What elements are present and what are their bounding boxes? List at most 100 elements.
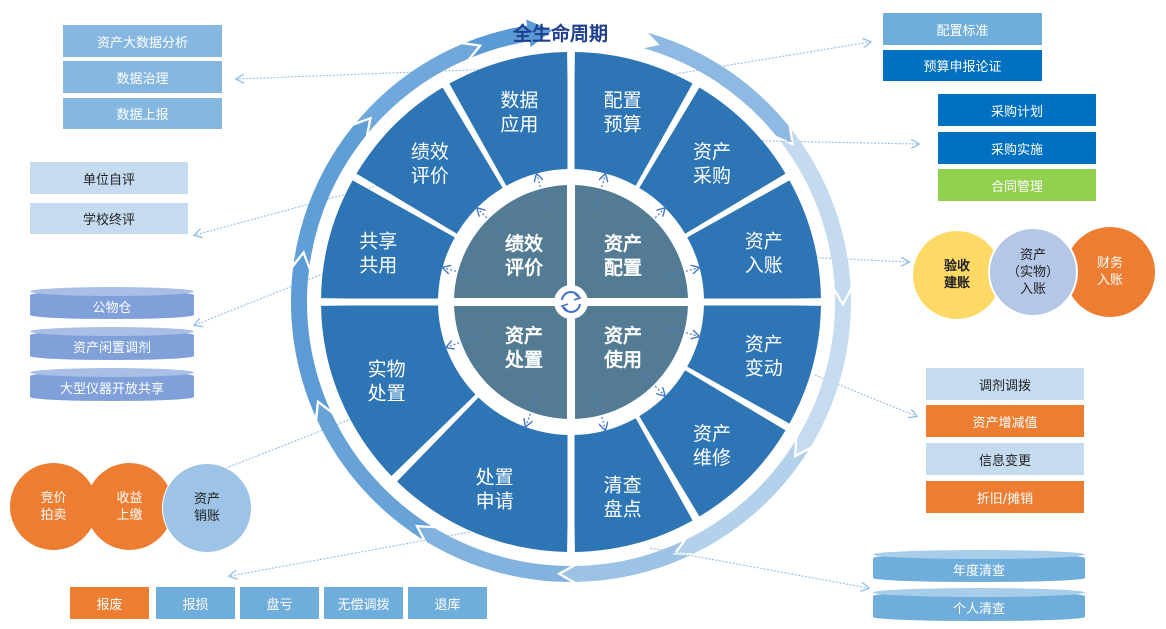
cycle-icon-bg bbox=[554, 285, 588, 319]
segment-label-line2: 入账 bbox=[745, 254, 783, 276]
cycle-arrowhead bbox=[573, 293, 582, 301]
segment-label-line2: 盘点 bbox=[604, 499, 642, 521]
disposal-circle: 竞价拍卖 bbox=[10, 463, 97, 550]
lifecycle-arrow-segment bbox=[466, 19, 553, 58]
evaluation-item: 单位自评 bbox=[30, 162, 188, 194]
lifecycle-arrow-segment bbox=[317, 403, 432, 540]
purchase-item: 采购实施 bbox=[938, 132, 1096, 164]
segment-label-line1: 配置 bbox=[604, 89, 642, 111]
data-app-item: 数据上报 bbox=[63, 98, 222, 129]
lifecycle-segment bbox=[397, 397, 569, 552]
change-item: 信息变更 bbox=[926, 443, 1084, 475]
core-quadrant bbox=[454, 185, 571, 302]
cylinder-top bbox=[873, 588, 1085, 597]
segment-label-line1: 资产 bbox=[745, 230, 783, 252]
segment-label-line1: 资产 bbox=[745, 334, 783, 356]
accounting-circle: 资产（实物）入账 bbox=[988, 227, 1078, 317]
core-label-line2: 配置 bbox=[604, 257, 642, 279]
lifecycle-segment bbox=[687, 304, 821, 424]
connector-arrow bbox=[230, 531, 471, 576]
segment-label-line2: 变动 bbox=[745, 358, 783, 380]
cylinder-label: 大型仪器开放共享 bbox=[59, 382, 164, 397]
inventory-item: 个人清查 bbox=[873, 588, 1085, 621]
inventory-item: 年度清查 bbox=[873, 550, 1085, 582]
lifecycle-arrow-segment bbox=[356, 44, 478, 133]
lifecycle-segment bbox=[639, 87, 786, 234]
lifecycle-arrow-segment bbox=[290, 254, 330, 416]
lifecycle-arrow-segment bbox=[561, 541, 690, 582]
core-label-line2: 处置 bbox=[504, 348, 543, 371]
accounting-circle: 验收建账 bbox=[913, 231, 1001, 319]
segment-label-line1: 绩效 bbox=[411, 141, 449, 163]
refresh-cycle-icon bbox=[554, 285, 588, 319]
cylinder-top bbox=[30, 327, 194, 336]
purchase-item: 采购计划 bbox=[938, 94, 1096, 126]
disposal-circle: 资产销账 bbox=[162, 463, 252, 553]
disposal-type-item: 退库 bbox=[408, 587, 487, 619]
core-label-line1: 资产 bbox=[505, 324, 543, 347]
change-item: 折旧/摊销 bbox=[926, 481, 1084, 513]
cylinder-top bbox=[30, 287, 194, 296]
core-quadrant bbox=[571, 302, 688, 419]
segment-label-line1: 处置 bbox=[476, 466, 514, 488]
sharing-item: 公物仓 bbox=[30, 287, 194, 319]
disposal-type-item: 报损 bbox=[156, 587, 235, 619]
core-quadrant bbox=[571, 185, 688, 302]
cylinder-label: 个人清查 bbox=[952, 602, 1005, 617]
lifecycle-arrow-segment bbox=[779, 129, 851, 302]
sharing-item: 资产闲置调剂 bbox=[30, 327, 194, 360]
lifecycle-arrow-segment bbox=[418, 527, 571, 582]
lifecycle-segment bbox=[639, 370, 786, 517]
disposal-type-item: 报废 bbox=[70, 587, 149, 619]
core-label-line2: 使用 bbox=[603, 349, 642, 371]
segment-label-line1: 资产 bbox=[693, 423, 731, 445]
change-item: 资产增减值 bbox=[926, 405, 1084, 437]
connector-arrow bbox=[649, 547, 868, 588]
segment-label-line1: 清查 bbox=[604, 475, 642, 497]
cycle-arc bbox=[561, 291, 580, 301]
lifecycle-arrow-segment bbox=[293, 119, 369, 266]
lifecycle-segment bbox=[321, 180, 455, 300]
lifecycle-arrow-segment bbox=[677, 441, 809, 554]
segment-label-line2: 评价 bbox=[411, 165, 449, 187]
lifecycle-arrow-segment bbox=[643, 32, 792, 143]
data-app-item: 数据治理 bbox=[63, 61, 222, 93]
lifecycle-segment bbox=[687, 180, 821, 300]
segment-label-line2: 应用 bbox=[500, 113, 538, 135]
diagram-title: 全生命周期 bbox=[513, 23, 609, 45]
segment-label-line1: 资产 bbox=[693, 141, 731, 163]
cylinder-top bbox=[30, 368, 194, 377]
sharing-item: 大型仪器开放共享 bbox=[30, 368, 194, 401]
core-label-line1: 资产 bbox=[604, 324, 642, 347]
segment-label-line1: 实物 bbox=[368, 358, 406, 380]
cylinder-label: 年度清查 bbox=[952, 563, 1005, 579]
segment-label-line1: 共享 bbox=[359, 230, 397, 252]
segment-label-line2: 采购 bbox=[693, 165, 731, 187]
cycle-arc bbox=[562, 303, 581, 313]
segment-label-line2: 申请 bbox=[476, 490, 514, 512]
lifecycle-segment bbox=[356, 87, 503, 234]
lifecycle-arrow-segment bbox=[796, 292, 851, 455]
core-label-line1: 绩效 bbox=[505, 232, 543, 255]
change-item: 调剂调拨 bbox=[926, 368, 1084, 400]
segment-label-line2: 共用 bbox=[359, 254, 397, 276]
evaluation-item: 学校终评 bbox=[30, 203, 188, 234]
disposal-type-item: 盘亏 bbox=[240, 587, 319, 619]
segment-label-line1: 数据 bbox=[500, 89, 538, 111]
segment-label-line2: 处置 bbox=[368, 382, 406, 404]
core-label-line2: 评价 bbox=[505, 257, 544, 279]
segment-label-line2: 维修 bbox=[693, 447, 731, 469]
disposal-type-item: 无偿调拨 bbox=[324, 587, 403, 619]
lifecycle-segment bbox=[573, 52, 693, 186]
lifecycle-arrow-ring bbox=[290, 19, 851, 582]
accounting-circle: 财务入账 bbox=[1065, 227, 1155, 317]
config-item: 配置标准 bbox=[883, 13, 1042, 45]
cylinder-label: 公物仓 bbox=[92, 300, 132, 316]
disposal-circle: 收益上缴 bbox=[86, 463, 173, 550]
cylinder-top bbox=[873, 550, 1085, 559]
cycle-arrowhead bbox=[560, 303, 569, 311]
lifecycle-segment bbox=[573, 418, 693, 552]
segment-label-line2: 预算 bbox=[604, 113, 642, 135]
